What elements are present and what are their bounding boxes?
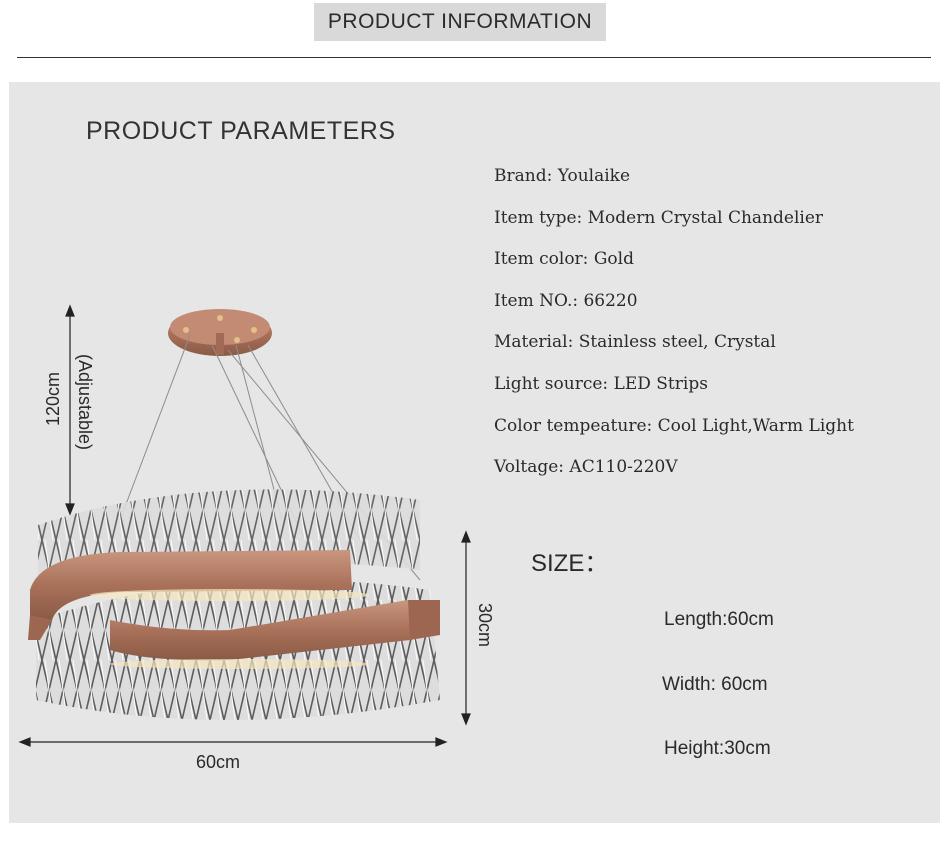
size-title: SIZE： (531, 550, 609, 577)
gold-ring (28, 550, 440, 661)
spec-item-number: Item NO.: 66220 (494, 290, 638, 311)
product-height-label: 30cm (475, 603, 495, 648)
spec-material: Material: Stainless steel, Crystal (494, 332, 776, 353)
crystal-band (36, 489, 440, 720)
led-glow (90, 589, 370, 669)
section-header-title: PRODUCT INFORMATION (327, 10, 593, 33)
spec-voltage: Voltage: AC110-220V (494, 457, 678, 478)
parameters-title: PRODUCT PARAMETERS (86, 117, 396, 145)
hanging-height-label: 120cm (43, 372, 63, 427)
spec-light-source: Light source: LED Strips (494, 373, 708, 394)
adjustable-note: (Adjustable) (75, 354, 95, 451)
product-width-label: 60cm (196, 752, 241, 772)
size-length: Length:60cm (664, 609, 774, 630)
header-divider (17, 57, 931, 58)
spec-color-temperature: Color tempeature: Cool Light,Warm Light (494, 415, 854, 436)
size-height: Height:30cm (664, 738, 771, 759)
spec-item-type: Item type: Modern Crystal Chandelier (494, 207, 824, 228)
spec-list: Brand: Youlaike Item type: Modern Crysta… (494, 163, 854, 496)
ceiling-canopy (168, 309, 272, 356)
section-header: PRODUCT INFORMATION (314, 3, 606, 41)
dimension-arrows (18, 304, 471, 747)
spec-item-color: Item color: Gold (494, 249, 634, 270)
spec-brand: Brand: Youlaike (494, 166, 631, 186)
size-width: Width: 60cm (662, 674, 768, 695)
